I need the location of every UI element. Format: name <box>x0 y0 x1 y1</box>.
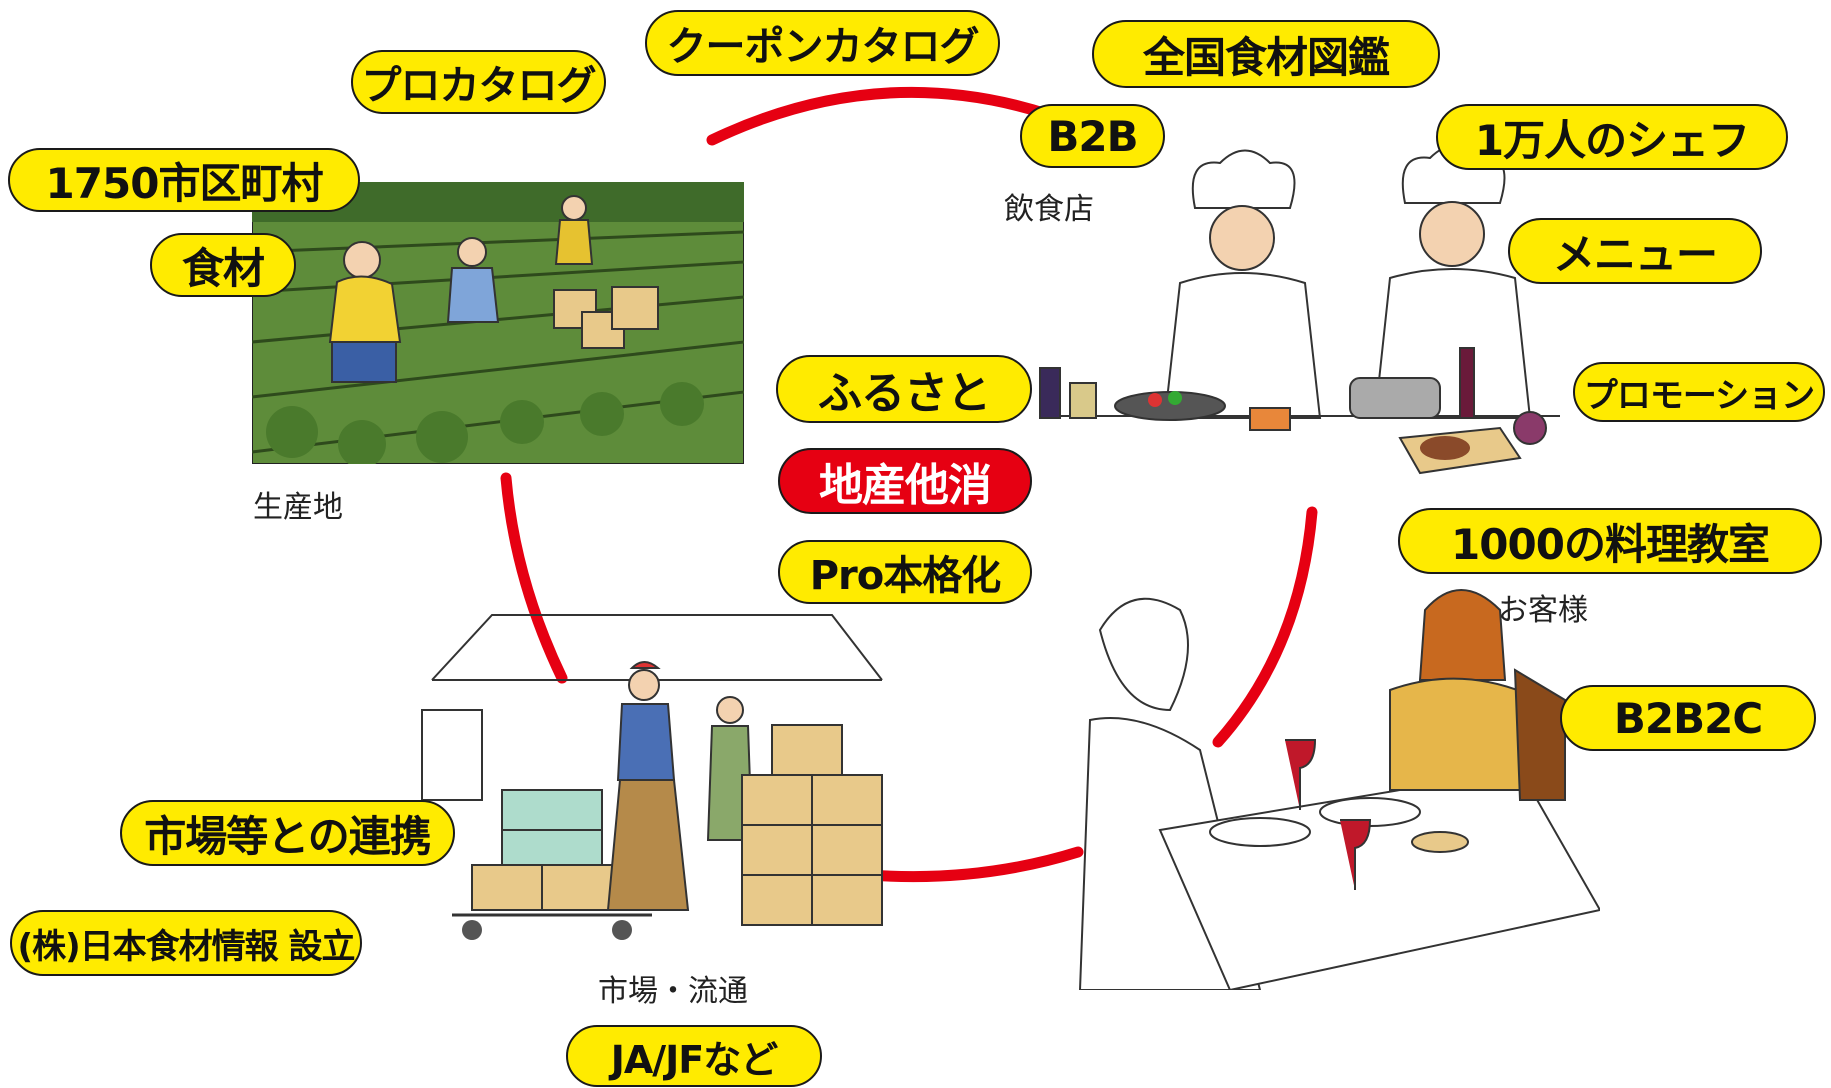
restaurant-caption: 飲食店 <box>1004 192 1094 227</box>
arc-right <box>1212 506 1318 748</box>
promotion-label: プロモーション <box>1573 362 1825 422</box>
b2b-label: B2B <box>1020 104 1165 168</box>
municipalities-label: 1750市区町村 <box>8 148 360 212</box>
chefs-label: 1万人のシェフ <box>1436 104 1788 170</box>
local-production-label: 地産他消 <box>778 448 1032 514</box>
ja-jf-label: JA/JFなど <box>566 1025 822 1087</box>
cooking-classes-label: 1000の料理教室 <box>1398 508 1822 574</box>
pro-authentic-label: Pro本格化 <box>778 540 1032 604</box>
arc-left <box>500 472 568 684</box>
ingredient-guide-label: 全国食材図鑑 <box>1092 20 1440 88</box>
chefs-scene <box>1020 138 1560 498</box>
company-founded-label: (株)日本食材情報 設立 <box>10 910 362 976</box>
menu-label: メニュー <box>1508 218 1762 284</box>
coupon-catalog-label: クーポンカタログ <box>645 10 1000 76</box>
b2b2c-label: B2B2C <box>1560 685 1816 751</box>
ingredients-label: 食材 <box>150 233 296 297</box>
diners-scene <box>1060 570 1602 992</box>
pro-catalog-label: プロカタログ <box>351 50 606 114</box>
furusato-label: ふるさと <box>776 355 1032 423</box>
market-scene <box>412 600 932 970</box>
market-caption: 市場・流通 <box>598 974 748 1009</box>
farm-scene <box>251 181 745 468</box>
customer-caption: お客様 <box>1498 593 1588 628</box>
production-caption: 生産地 <box>253 490 343 525</box>
market-partnership-label: 市場等との連携 <box>120 800 455 866</box>
